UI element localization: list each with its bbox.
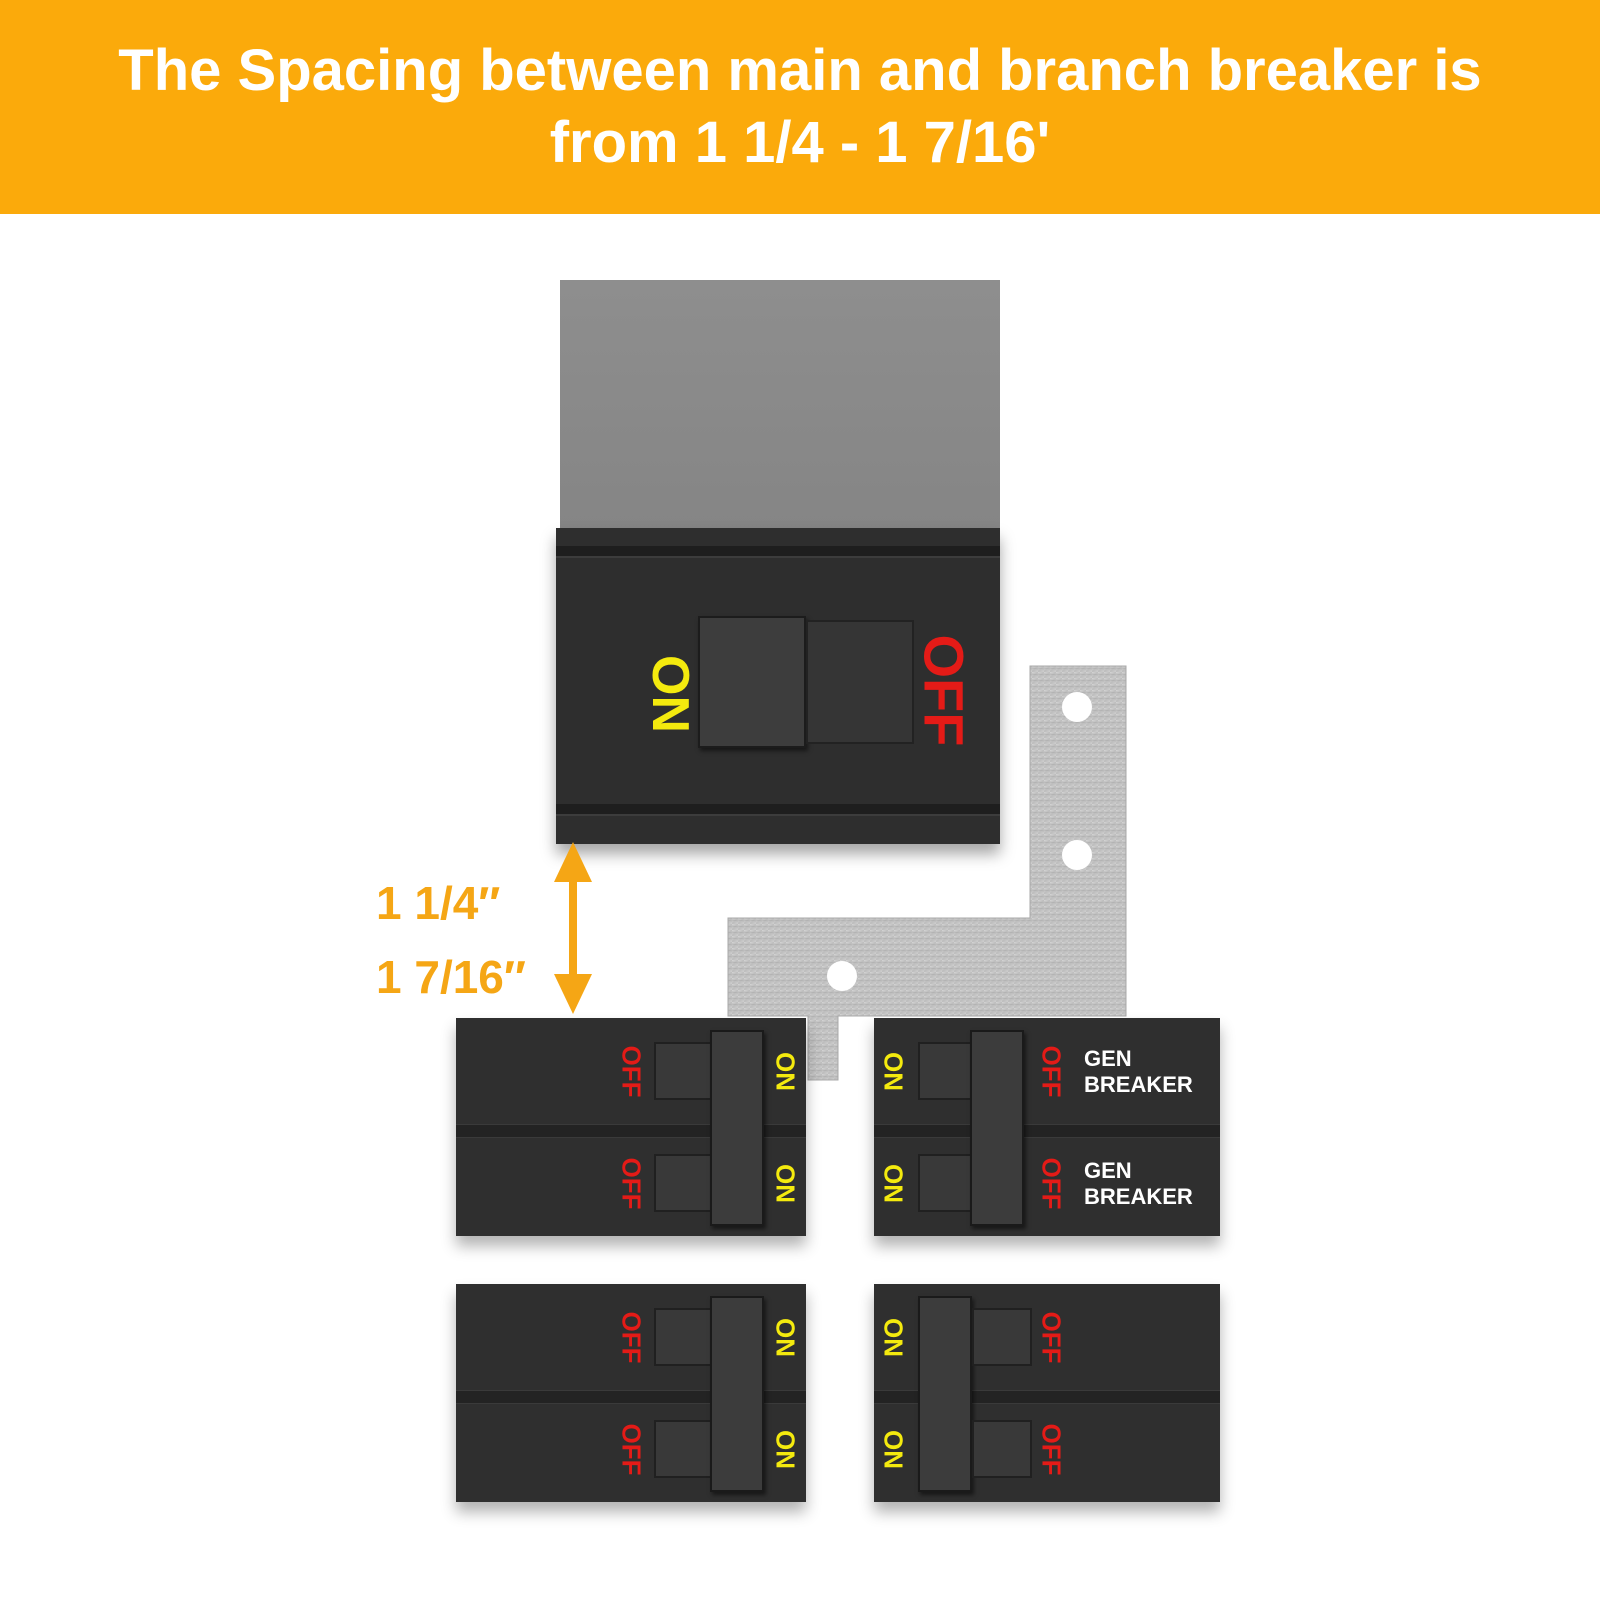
gen-breaker-label: GEN BREAKER <box>1084 1158 1193 1210</box>
gen-label-line-2: BREAKER <box>1084 1072 1193 1097</box>
branch-breaker-slot <box>918 1154 978 1212</box>
on-label: ON <box>878 1318 909 1357</box>
on-label: ON <box>770 1430 801 1469</box>
double-arrow-vertical-icon <box>554 842 592 1014</box>
off-label: OFF <box>616 1157 647 1210</box>
on-label: ON <box>770 1164 801 1203</box>
branch-breaker-top-right: ON ON OFF OFF GEN BREAKER GEN BREAKER <box>874 1018 1220 1236</box>
main-breaker-rib <box>556 546 1000 558</box>
branch-breaker-handle[interactable] <box>710 1296 764 1492</box>
bus-bar-hole <box>1062 840 1092 870</box>
branch-breaker-slot <box>972 1308 1032 1366</box>
title-banner: The Spacing between main and branch brea… <box>0 0 1600 214</box>
spacing-min-label: 1 1/4″ <box>376 877 501 929</box>
branch-breaker-handle[interactable] <box>918 1296 972 1492</box>
branch-breaker-handle[interactable] <box>710 1030 764 1226</box>
off-label: OFF <box>616 1045 647 1098</box>
off-label: OFF <box>616 1311 647 1364</box>
gen-breaker-label: GEN BREAKER <box>1084 1046 1193 1098</box>
spacing-max-label: 1 7/16″ <box>376 951 526 1003</box>
banner-title-line-1: The Spacing between main and branch brea… <box>118 38 1482 103</box>
main-breaker-on-label: ON <box>641 655 699 733</box>
on-label: ON <box>878 1164 909 1203</box>
on-label: ON <box>878 1430 909 1469</box>
main-breaker-off-position <box>806 620 914 744</box>
off-label: OFF <box>1036 1311 1067 1364</box>
off-label: OFF <box>616 1423 647 1476</box>
on-label: ON <box>770 1318 801 1357</box>
gen-label-line-1: GEN <box>1084 1046 1132 1071</box>
branch-breaker-slot <box>654 1154 714 1212</box>
branch-breaker-handle[interactable] <box>970 1030 1024 1226</box>
gen-label-line-1: GEN <box>1084 1158 1132 1183</box>
branch-breaker-slot <box>654 1308 714 1366</box>
bus-bar-hole <box>1062 692 1092 722</box>
main-breaker-handle[interactable] <box>698 616 806 748</box>
off-label: OFF <box>1036 1423 1067 1476</box>
main-breaker-top-plate <box>560 280 1000 530</box>
main-breaker: ON OFF <box>556 528 1000 844</box>
off-label: OFF <box>1036 1045 1067 1098</box>
branch-breaker-slot <box>918 1042 978 1100</box>
branch-breaker-slot <box>972 1420 1032 1478</box>
branch-breaker-bottom-right: ON ON OFF OFF <box>874 1284 1220 1502</box>
bus-bar-hole <box>827 961 857 991</box>
gen-label-line-2: BREAKER <box>1084 1184 1193 1209</box>
main-breaker-rib <box>556 804 1000 816</box>
on-label: ON <box>770 1052 801 1091</box>
branch-breaker-bottom-left: OFF OFF ON ON <box>456 1284 806 1502</box>
off-label: OFF <box>1036 1157 1067 1210</box>
banner-title-line-2: from 1 1/4 - 1 7/16' <box>549 110 1051 175</box>
branch-breaker-slot <box>654 1042 714 1100</box>
on-label: ON <box>878 1052 909 1091</box>
branch-breaker-top-left: OFF OFF ON ON <box>456 1018 806 1236</box>
branch-breaker-rib <box>874 1124 1220 1138</box>
main-breaker-off-label: OFF <box>912 634 976 747</box>
branch-breaker-slot <box>654 1420 714 1478</box>
